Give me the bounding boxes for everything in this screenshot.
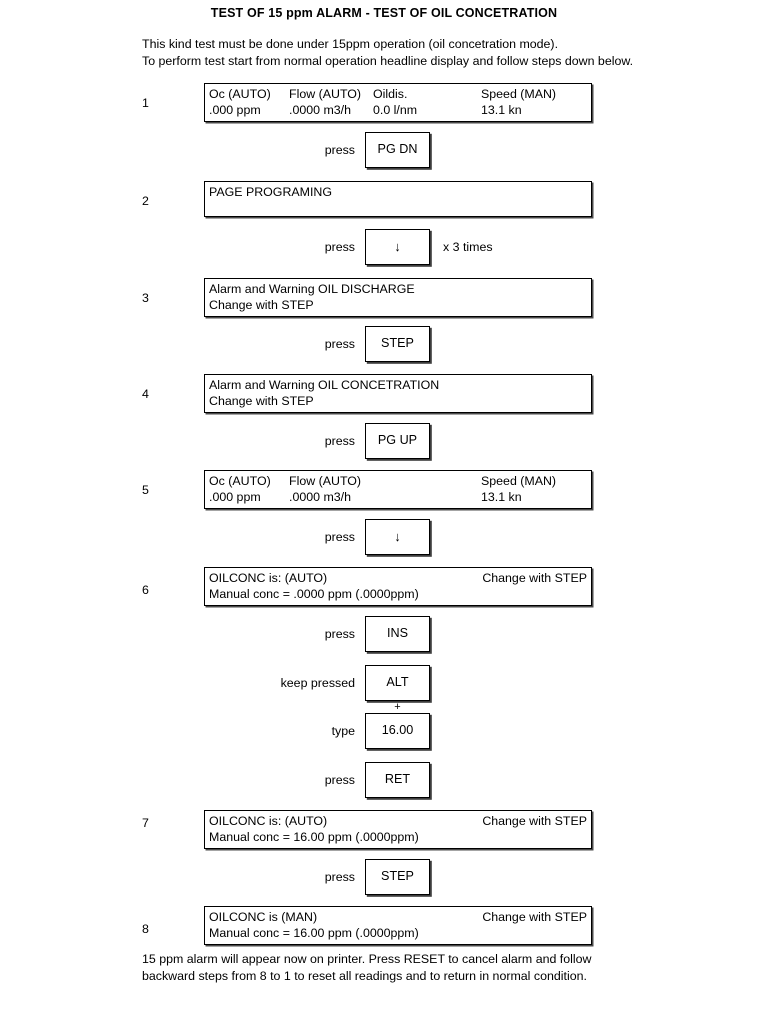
page-programing-text: PAGE PROGRAMING	[209, 185, 333, 199]
step-7-number: 7	[142, 816, 149, 830]
press-label: press	[324, 337, 355, 351]
step-8-display-line-2: Manual conc = 16.00 ppm (.0000ppm)	[209, 925, 591, 941]
page-title: TEST OF 15 ppm ALARM - TEST OF OIL CONCE…	[210, 6, 558, 20]
step-7-display-line-2: Manual conc = 16.00 ppm (.0000ppm)	[209, 829, 591, 845]
step-4-display-line-1: Alarm and Warning OIL CONCETRATION	[209, 377, 591, 393]
step-5-number: 5	[142, 483, 149, 497]
step-1-display: Oc (AUTO) Flow (AUTO) Oildis. Speed (MAN…	[204, 83, 592, 122]
step-2-number: 2	[142, 194, 149, 208]
footer-line-2: backward steps from 8 to 1 to reset all …	[142, 969, 587, 983]
press-label: press	[324, 434, 355, 448]
step-4-display: Alarm and Warning OIL CONCETRATION Chang…	[204, 374, 592, 413]
step-5-display-line-2: .000 ppm .0000 m3/h 13.1 kn	[209, 489, 591, 505]
step-5-display: Oc (AUTO) Flow (AUTO) Speed (MAN) .000 p…	[204, 470, 592, 509]
oildis-label: Oildis.	[373, 87, 408, 101]
flow-label: Flow (AUTO)	[289, 87, 362, 101]
oc-label: Oc (AUTO)	[209, 87, 271, 101]
flow-label: Flow (AUTO)	[289, 474, 362, 488]
manual-conc-text: Manual conc = 16.00 ppm (.0000ppm)	[209, 830, 419, 844]
step-1-display-line-1: Oc (AUTO) Flow (AUTO) Oildis. Speed (MAN…	[209, 86, 591, 102]
oilconc-mode-text: OILCONC is: (AUTO)	[209, 814, 328, 828]
alarm-warning-text: Alarm and Warning OIL DISCHARGE	[209, 282, 415, 296]
step-5-display-line-1: Oc (AUTO) Flow (AUTO) Speed (MAN)	[209, 473, 591, 489]
key-step[interactable]: STEP	[365, 326, 430, 362]
footer-line-1: 15 ppm alarm will appear now on printer.…	[142, 952, 592, 966]
change-with-step-text: Change with STEP	[209, 394, 314, 408]
key-pg-dn[interactable]: PG DN	[365, 132, 430, 168]
step-3-number: 3	[142, 291, 149, 305]
manual-conc-text: Manual conc = .0000 ppm (.0000ppm)	[209, 587, 419, 601]
press-label: press	[324, 870, 355, 884]
step-2-display: PAGE PROGRAMING	[204, 181, 592, 217]
action-press-pg-up: press PG UP	[0, 423, 768, 459]
action-press-step-1: press STEP	[0, 326, 768, 362]
action-press-step-2: press STEP	[0, 859, 768, 895]
step-8-display: OILCONC is (MAN) Change with STEP Manual…	[204, 906, 592, 945]
intro-paragraph: This kind test must be done under 15ppm …	[142, 36, 702, 70]
key-ret[interactable]: RET	[365, 762, 430, 798]
step-1-display-line-2: .000 ppm .0000 m3/h 0.0 l/nm 13.1 kn	[209, 102, 591, 118]
action-press-down-arrow-2: press ↓	[0, 519, 768, 555]
action-keep-pressed-alt: keep pressed ALT	[0, 665, 768, 701]
key-step[interactable]: STEP	[365, 859, 430, 895]
oc-value: .000 ppm	[209, 103, 261, 117]
key-ins[interactable]: INS	[365, 616, 430, 652]
step-3-display-line-2: Change with STEP	[209, 297, 591, 313]
speed-label: Speed (MAN)	[481, 474, 557, 488]
alarm-warning-text: Alarm and Warning OIL CONCETRATION	[209, 378, 440, 392]
input-concentration-value[interactable]: 16.00	[365, 713, 430, 749]
step-7-display: OILCONC is: (AUTO) Change with STEP Manu…	[204, 810, 592, 849]
plus-separator: +	[394, 701, 401, 713]
intro-line-1: This kind test must be done under 15ppm …	[142, 37, 559, 51]
action-type-value: type 16.00	[0, 713, 768, 749]
step-6-display-line-1: OILCONC is: (AUTO) Change with STEP	[209, 570, 591, 586]
step-8-number: 8	[142, 922, 149, 936]
speed-value: 13.1 kn	[481, 490, 522, 504]
key-down-arrow[interactable]: ↓	[365, 519, 430, 555]
action-press-ret: press RET	[0, 762, 768, 798]
key-down-arrow[interactable]: ↓	[365, 229, 430, 265]
step-2-display-line-2	[209, 200, 591, 216]
step-4-number: 4	[142, 387, 149, 401]
step-7-display-line-1: OILCONC is: (AUTO) Change with STEP	[209, 813, 591, 829]
oilconc-mode-text: OILCONC is (MAN)	[209, 910, 318, 924]
change-with-step-text: Change with STEP	[482, 814, 587, 828]
press-label: press	[324, 240, 355, 254]
press-label: press	[324, 530, 355, 544]
oilconc-mode-text: OILCONC is: (AUTO)	[209, 571, 328, 585]
footer-paragraph: 15 ppm alarm will appear now on printer.…	[142, 951, 742, 985]
step-3-display-line-1: Alarm and Warning OIL DISCHARGE	[209, 281, 591, 297]
repeat-count-label: x 3 times	[443, 240, 493, 254]
oc-label: Oc (AUTO)	[209, 474, 271, 488]
keep-pressed-label: keep pressed	[280, 676, 355, 690]
step-3-display: Alarm and Warning OIL DISCHARGE Change w…	[204, 278, 592, 317]
oildis-value: 0.0 l/nm	[373, 103, 418, 117]
speed-value: 13.1 kn	[481, 103, 522, 117]
change-with-step-text: Change with STEP	[209, 298, 314, 312]
step-6-number: 6	[142, 583, 149, 597]
flow-value: .0000 m3/h	[289, 490, 351, 504]
step-2-display-line-1: PAGE PROGRAMING	[209, 184, 591, 200]
step-6-display: OILCONC is: (AUTO) Change with STEP Manu…	[204, 567, 592, 606]
change-with-step-text: Change with STEP	[482, 910, 587, 924]
step-6-display-line-2: Manual conc = .0000 ppm (.0000ppm)	[209, 586, 591, 602]
intro-line-2: To perform test start from normal operat…	[142, 54, 634, 68]
key-alt[interactable]: ALT	[365, 665, 430, 701]
flow-value: .0000 m3/h	[289, 103, 351, 117]
speed-label: Speed (MAN)	[481, 87, 557, 101]
change-with-step-text: Change with STEP	[482, 571, 587, 585]
action-press-ins: press INS	[0, 616, 768, 652]
press-label: press	[324, 627, 355, 641]
step-1-number: 1	[142, 96, 149, 110]
action-press-down-arrow-x3: press ↓ x 3 times	[0, 229, 768, 265]
step-4-display-line-2: Change with STEP	[209, 393, 591, 409]
oc-value: .000 ppm	[209, 490, 261, 504]
step-8-display-line-1: OILCONC is (MAN) Change with STEP	[209, 909, 591, 925]
press-label: press	[324, 143, 355, 157]
type-label: type	[331, 724, 355, 738]
action-press-pg-dn: press PG DN	[0, 132, 768, 168]
manual-conc-text: Manual conc = 16.00 ppm (.0000ppm)	[209, 926, 419, 940]
press-label: press	[324, 773, 355, 787]
key-pg-up[interactable]: PG UP	[365, 423, 430, 459]
